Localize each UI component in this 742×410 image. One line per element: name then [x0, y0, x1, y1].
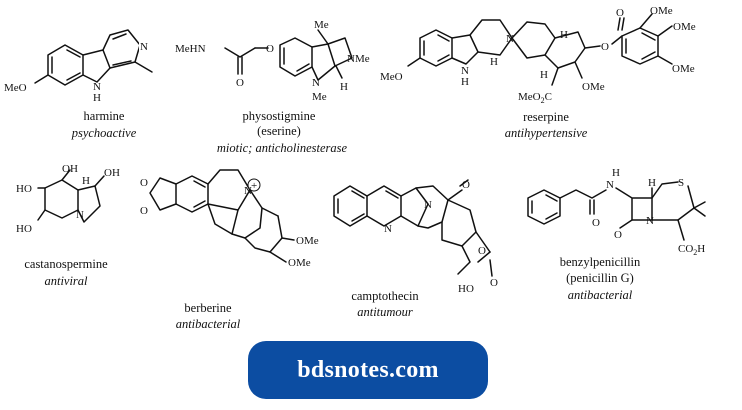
reserpine-methoxy-label: OMe — [672, 63, 695, 75]
reserpine-ring-n: N — [506, 33, 514, 45]
compound-activity: psychoactive — [71, 126, 137, 140]
compound-name: reserpine — [523, 110, 569, 124]
physostigmine-methyl-label: Me — [314, 19, 329, 31]
benzylpenicillin-lactam-o: O — [614, 229, 622, 241]
reserpine-h-label: H — [490, 56, 498, 68]
castanospermine-hydroxyl: OH — [104, 167, 120, 179]
physostigmine-carbonyl-o: O — [236, 77, 244, 89]
berberine-structure — [149, 169, 295, 263]
benzylpenicillin-structure — [527, 181, 706, 241]
benzylpenicillin-amide-n: N — [606, 179, 614, 191]
camptothecin-carbonyl-o: O — [462, 179, 470, 191]
compound-activity: antibacterial — [568, 288, 633, 302]
benzylpenicillin-ring-n: N — [646, 215, 654, 227]
harmine-pyridine-n: N — [140, 41, 148, 53]
compound-name: berberine — [184, 301, 232, 315]
berberine-n: N — [244, 185, 252, 197]
castanospermine-n: N — [76, 209, 84, 221]
harmine-structure — [34, 29, 153, 86]
berberine-o: O — [140, 177, 148, 189]
camptothecin-quinoline-n: N — [384, 223, 392, 235]
benzylpenicillin-h-label: H — [648, 177, 656, 189]
castanospermine-structure — [37, 169, 105, 223]
compound-name: benzylpenicillin — [560, 255, 641, 269]
camptothecin-hydroxyl: HO — [458, 283, 474, 295]
harmine-indole-h: H — [93, 92, 101, 104]
berberine-charge: + — [251, 180, 257, 192]
compound-activity: miotic; anticholinesterase — [217, 141, 348, 155]
castanospermine-hydroxyl: HO — [16, 183, 32, 195]
reserpine-methoxy-label: OMe — [650, 5, 673, 17]
compound-name: camptothecin — [351, 289, 419, 303]
harmine-methoxy-label: MeO — [4, 82, 27, 94]
berberine-methoxy-label: OMe — [288, 257, 311, 269]
camptothecin-carbonyl-o: O — [490, 277, 498, 289]
benzylpenicillin-carboxyl-label: CO2H — [678, 243, 705, 257]
reserpine-structure — [407, 13, 673, 86]
camptothecin-lactone-o: O — [478, 245, 486, 257]
castanospermine-h-label: H — [82, 175, 90, 187]
camptothecin-ring-n: N — [424, 199, 432, 211]
benzylpenicillin-sulfur: S — [678, 177, 684, 189]
castanospermine-hydroxyl: HO — [16, 223, 32, 235]
compound-name: physostigmine — [243, 109, 316, 123]
harmine-indole-n: N — [93, 81, 101, 93]
reserpine-h-label: H — [560, 29, 568, 41]
reserpine-h-label: H — [540, 69, 548, 81]
compound-activity: antihypertensive — [505, 126, 588, 140]
compound-name-alias: (eserine) — [257, 124, 301, 138]
compound-name-alias: (penicillin G) — [566, 271, 634, 285]
compound-name: harmine — [84, 109, 125, 123]
castanospermine-hydroxyl: OH — [62, 163, 78, 175]
site-watermark-text: bdsnotes.com — [297, 356, 439, 383]
benzylpenicillin-amide-h: H — [612, 167, 620, 179]
compound-activity: antibacterial — [176, 317, 241, 331]
site-watermark-badge[interactable]: bdsnotes.com — [248, 341, 488, 399]
physostigmine-ether-o: O — [266, 43, 274, 55]
berberine-methoxy-label: OMe — [296, 235, 319, 247]
reserpine-ester-o: O — [601, 41, 609, 53]
physostigmine-n-methyl: Me — [312, 91, 327, 103]
reserpine-methoxy-label: OMe — [673, 21, 696, 33]
reserpine-indole-n: N — [461, 65, 469, 77]
reserpine-methoxy-label: MeO — [380, 71, 403, 83]
reserpine-ester-label: MeO2C — [518, 91, 552, 105]
camptothecin-structure — [333, 179, 493, 277]
benzylpenicillin-carbonyl-o: O — [592, 217, 600, 229]
compound-activity: antitumour — [357, 305, 413, 319]
reserpine-indole-h: H — [461, 76, 469, 88]
compound-name: castanospermine — [24, 257, 108, 271]
physostigmine-carbamate-nh: MeHN — [175, 43, 206, 55]
physostigmine-n-label: N — [312, 77, 320, 89]
reserpine-methoxy-label: OMe — [582, 81, 605, 93]
physostigmine-h-label: H — [340, 81, 348, 93]
compound-activity: antiviral — [44, 274, 88, 288]
berberine-o: O — [140, 205, 148, 217]
physostigmine-structure — [224, 29, 353, 81]
physostigmine-nme-label: NMe — [347, 53, 370, 65]
reserpine-carbonyl-o: O — [616, 7, 624, 19]
